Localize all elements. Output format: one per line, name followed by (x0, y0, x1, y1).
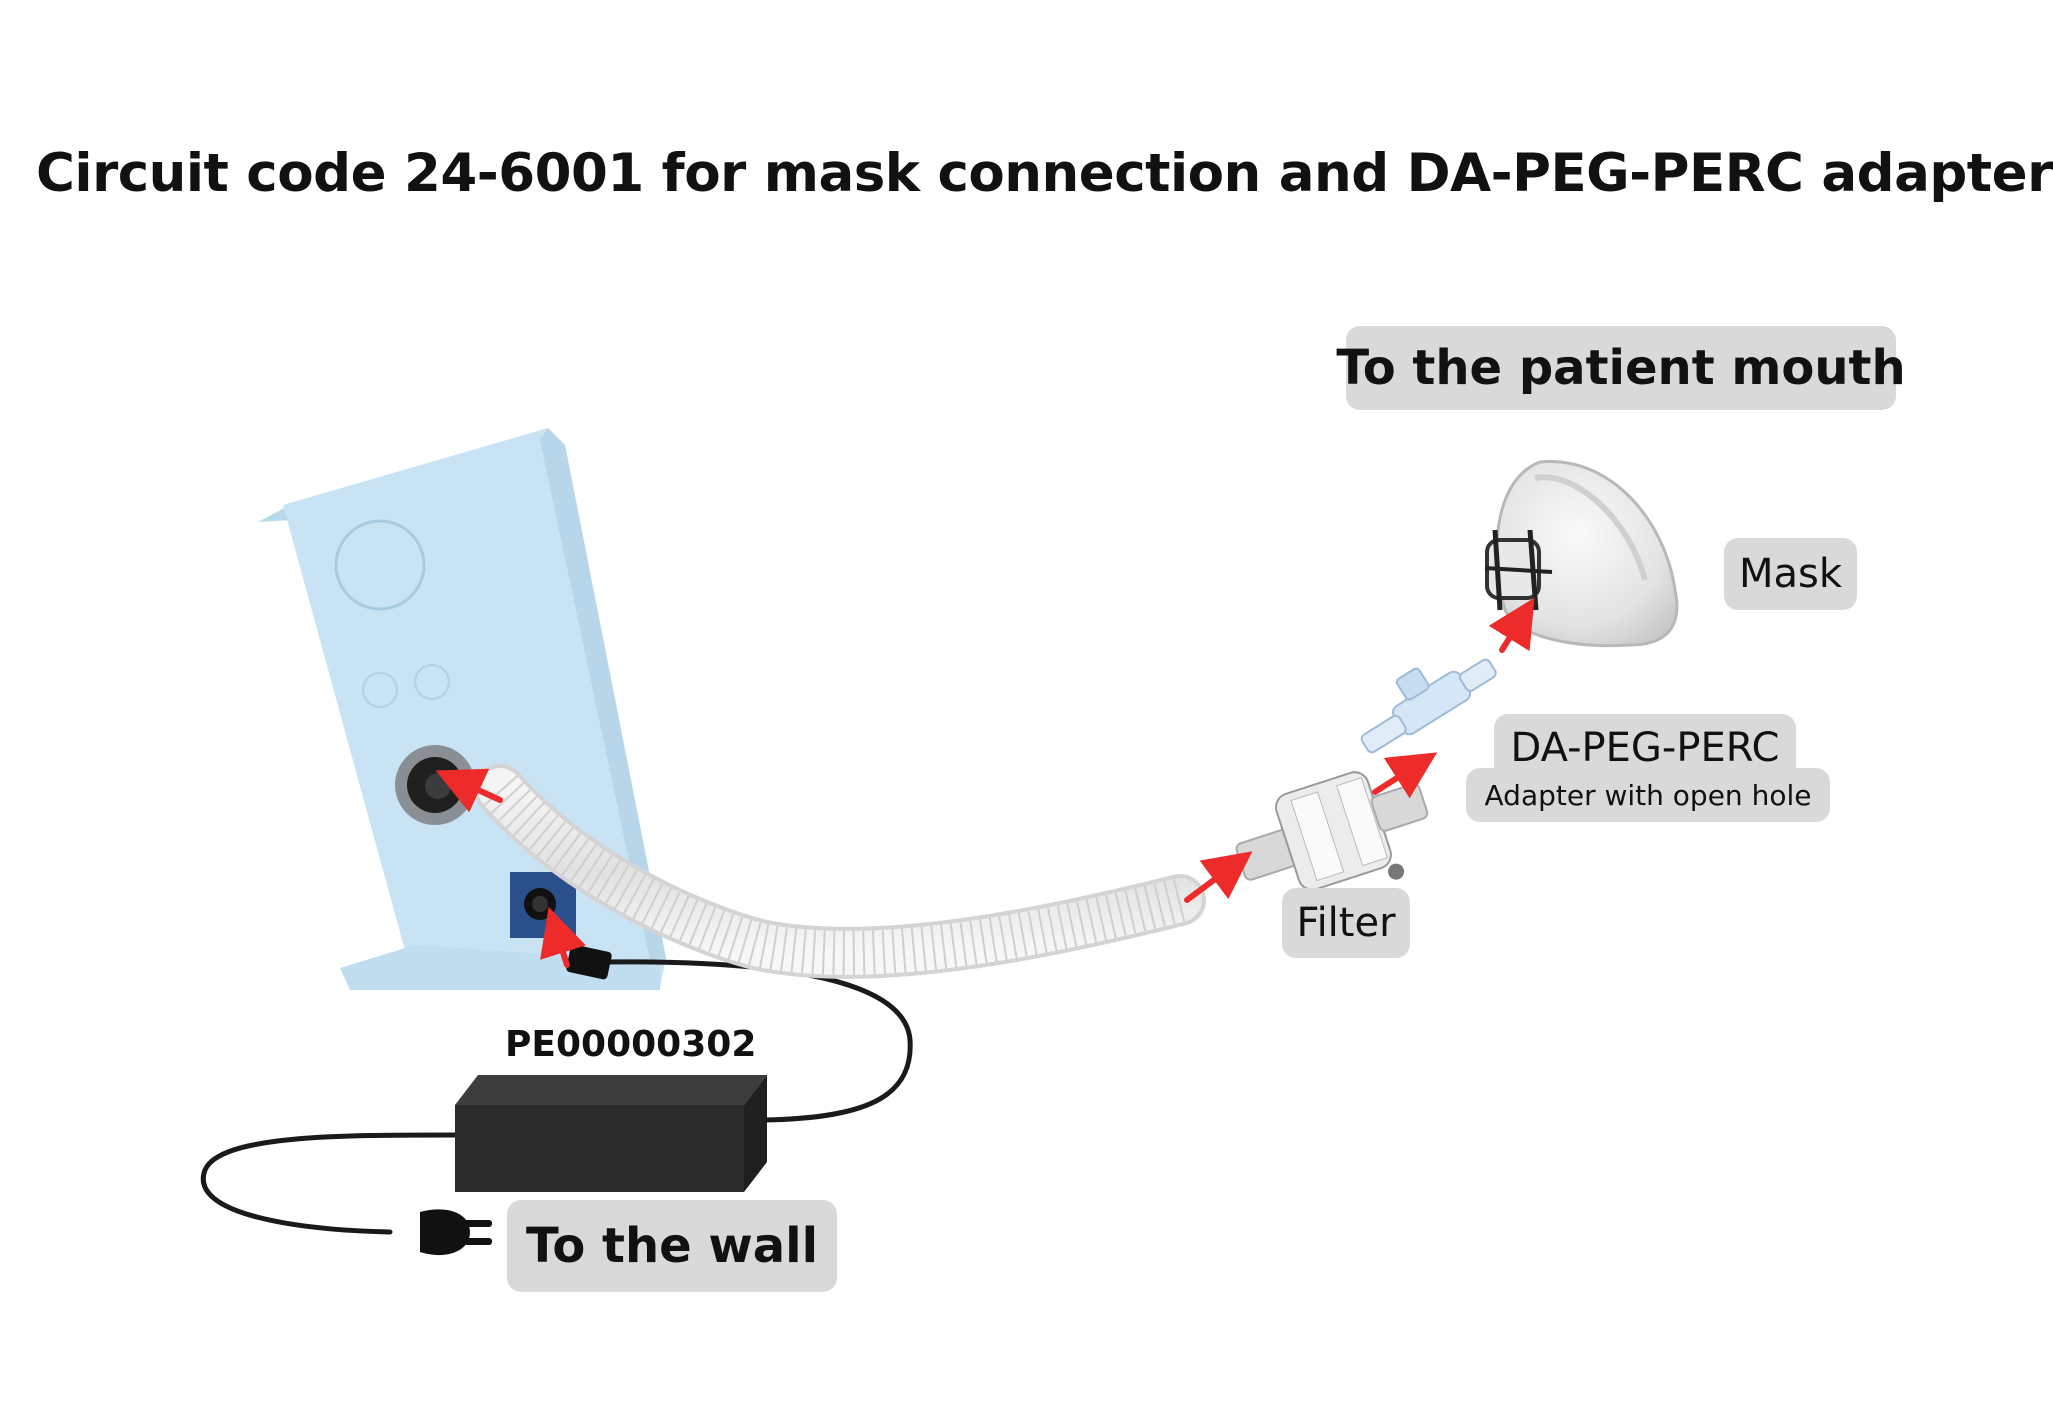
da-peg-perc-adapter (1360, 658, 1497, 754)
label-wall: To the wall (507, 1200, 837, 1292)
label-filter: Filter (1282, 888, 1410, 958)
page-title: Circuit code 24-6001 for mask connection… (36, 143, 2053, 204)
label-adapter-sub: Adapter with open hole (1466, 768, 1830, 822)
circuit-diagram (200, 428, 1679, 1256)
power-plug-icon (385, 1209, 492, 1256)
label-patient-mouth: To the patient mouth (1336, 326, 1906, 410)
power-supply-box (455, 1075, 767, 1192)
face-mask (1484, 460, 1679, 648)
bacterial-filter (1235, 771, 1429, 891)
label-mask: Mask (1724, 538, 1857, 610)
power-cable (200, 959, 913, 1235)
power-supply-code: PE00000302 (505, 1024, 757, 1065)
breathing-tube (474, 764, 1206, 979)
flow-arrows (435, 597, 1535, 968)
